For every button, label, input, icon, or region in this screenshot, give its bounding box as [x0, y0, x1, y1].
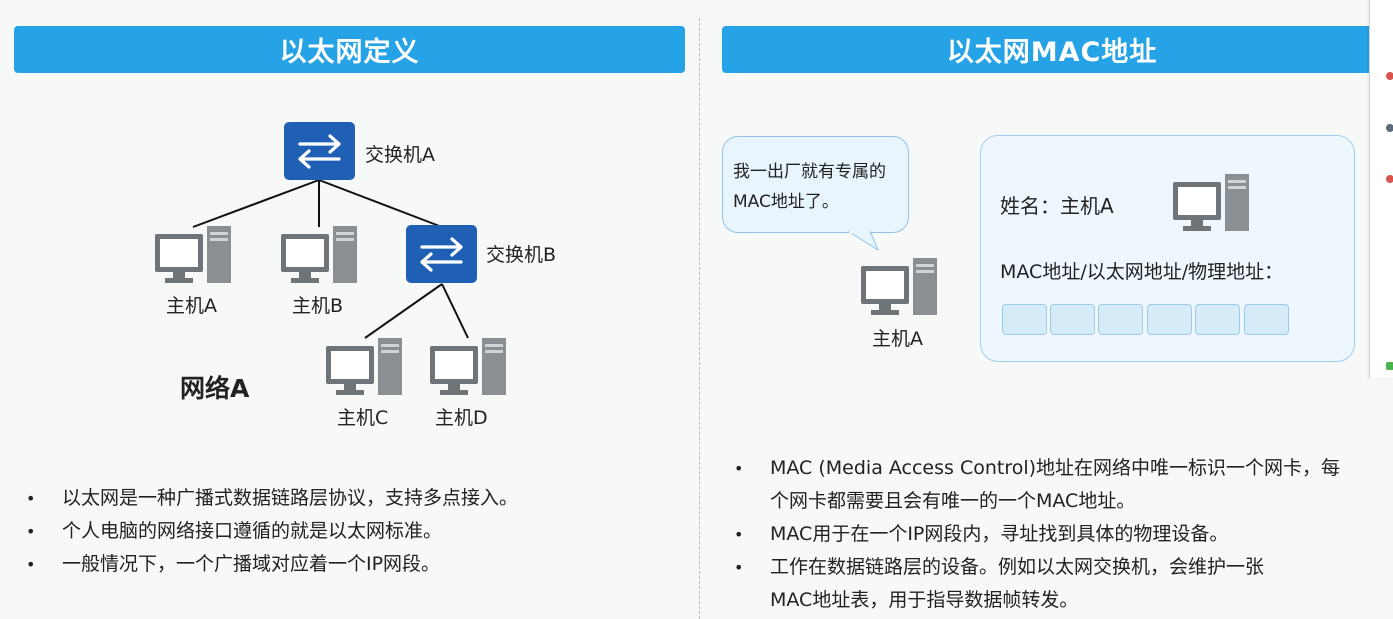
- switch-a-label: 交换机A: [365, 144, 435, 166]
- speech-bubble: 我一出厂就有专属的 MAC地址了。: [722, 136, 909, 233]
- host-d-icon: [430, 338, 506, 395]
- switch-b-icon: [406, 225, 477, 283]
- host-name-label: 姓名：主机A: [1000, 194, 1114, 218]
- link-switch-a-host-a: [192, 179, 320, 228]
- link-switch-b-host-c: [364, 283, 443, 339]
- network-a-label: 网络A: [180, 374, 250, 403]
- host-a-icon: [155, 226, 231, 283]
- mac-byte-cell: [1147, 304, 1192, 335]
- right-host-label: 主机A: [872, 328, 923, 350]
- host-d-label: 主机D: [435, 407, 488, 429]
- status-dot-icon: [1386, 362, 1393, 370]
- link-switch-b-host-d: [441, 283, 469, 339]
- status-dot-icon: [1386, 72, 1393, 80]
- speech-bubble-tail: [847, 230, 880, 252]
- mac-byte-cell: [1195, 304, 1240, 335]
- host-a-icon: [861, 258, 937, 315]
- left-section-title: 以太网定义: [14, 26, 685, 73]
- status-dot-icon: [1386, 175, 1393, 183]
- list-item-line: MAC (Media Access Control)地址在网络中唯一标识一个网卡…: [770, 457, 1341, 479]
- host-b-icon: [281, 226, 357, 283]
- side-panel-edge[interactable]: [1369, 0, 1393, 378]
- network-links: [192, 179, 469, 339]
- list-item: 工作在数据链路层的设备。例如以太网交换机，会维护一张 MAC地址表，用于指导数据…: [722, 551, 1390, 617]
- host-c-label: 主机C: [337, 407, 389, 429]
- speech-bubble-line: MAC地址了。: [733, 192, 839, 212]
- section-divider: [699, 18, 700, 619]
- list-item-line: MAC用于在一个IP网段内，寻址找到具体的物理设备。: [770, 523, 1229, 545]
- host-b-label: 主机B: [292, 295, 344, 317]
- mac-byte-cell: [1098, 304, 1143, 335]
- mac-address-label: MAC地址/以太网地址/物理地址：: [1000, 261, 1284, 283]
- mac-byte-cell: [1050, 304, 1095, 335]
- list-item-line: 工作在数据链路层的设备。例如以太网交换机，会维护一张: [770, 556, 1265, 578]
- list-item: 以太网是一种广播式数据链路层协议，支持多点接入。: [14, 482, 674, 515]
- host-computer-icon: [1173, 174, 1249, 231]
- list-item: 一般情况下，一个广播域对应着一个IP网段。: [14, 548, 674, 581]
- switch-b-label: 交换机B: [486, 244, 557, 266]
- list-item-line: 个网卡都需要且会有唯一的一个MAC地址。: [770, 490, 1136, 512]
- status-dot-icon: [1386, 124, 1393, 132]
- list-item-line: MAC地址表，用于指导数据帧转发。: [770, 589, 1079, 611]
- right-section-title: 以太网MAC地址: [722, 26, 1382, 73]
- left-bullet-list: 以太网是一种广播式数据链路层协议，支持多点接入。 个人电脑的网络接口遵循的就是以…: [14, 482, 674, 581]
- host-c-icon: [326, 338, 402, 395]
- mac-byte-cell: [1244, 304, 1289, 335]
- list-item: MAC用于在一个IP网段内，寻址找到具体的物理设备。: [722, 518, 1390, 551]
- list-item: 个人电脑的网络接口遵循的就是以太网标准。: [14, 515, 674, 548]
- link-switch-a-switch-b: [318, 179, 443, 228]
- host-a-label: 主机A: [166, 295, 217, 317]
- switch-a-icon: [284, 122, 355, 180]
- right-bullet-list: MAC (Media Access Control)地址在网络中唯一标识一个网卡…: [722, 452, 1390, 617]
- speech-bubble-line: 我一出厂就有专属的: [733, 162, 886, 182]
- mac-byte-cell: [1002, 304, 1047, 335]
- list-item: MAC (Media Access Control)地址在网络中唯一标识一个网卡…: [722, 452, 1390, 518]
